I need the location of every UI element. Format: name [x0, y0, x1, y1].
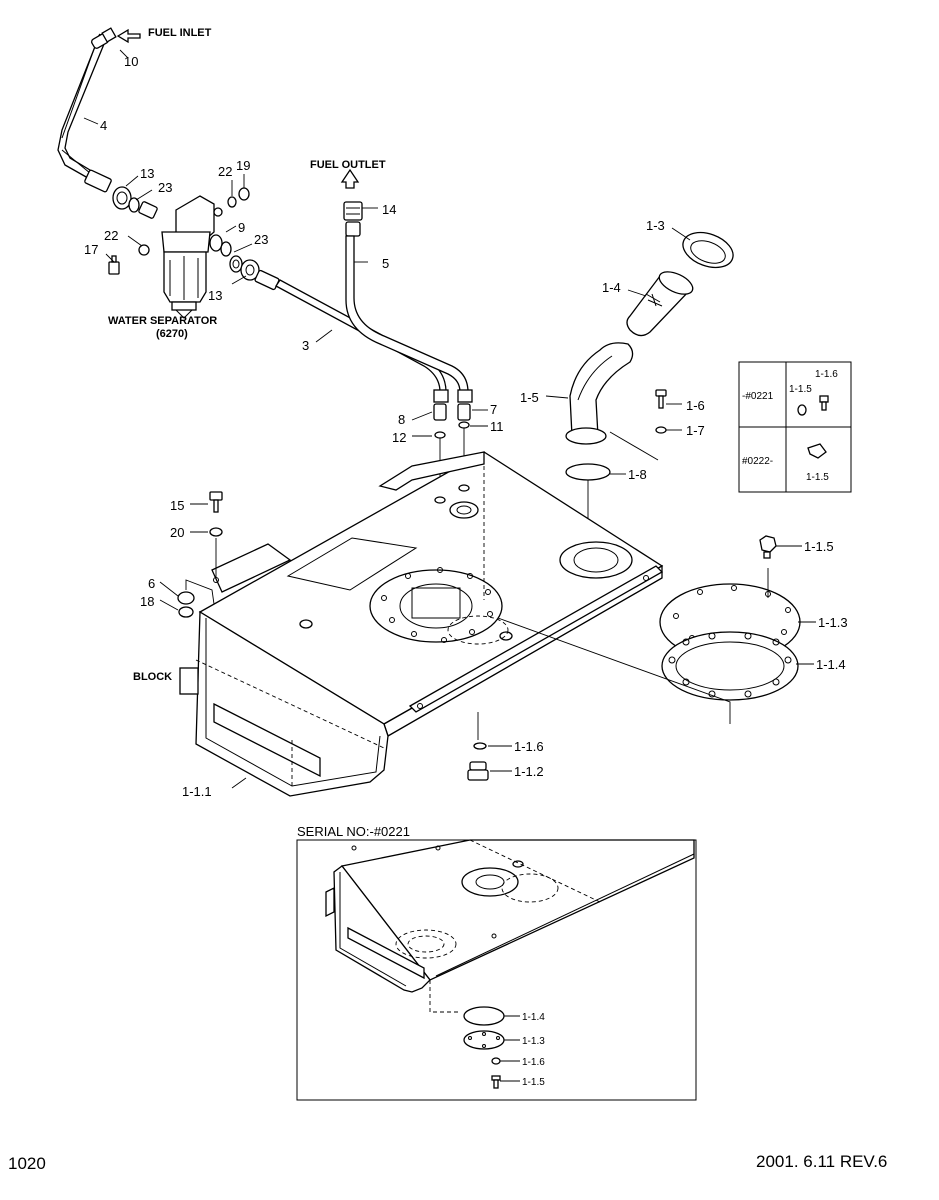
label-3: 3 [302, 338, 309, 353]
water-separator-code: (6270) [156, 328, 188, 340]
lower-fittings [229, 255, 260, 281]
fitting-7 [457, 403, 471, 421]
label-1-6: 1-6 [686, 398, 705, 413]
drain-washer [473, 742, 487, 750]
serial-table [738, 361, 852, 493]
nut-6 [177, 591, 195, 605]
label-23-upper: 23 [158, 180, 172, 195]
washer-22 [227, 196, 237, 208]
label-22-lower: 22 [104, 228, 118, 243]
block-caption: BLOCK [133, 671, 172, 683]
upper-fittings [112, 186, 158, 219]
label-22-upper: 22 [218, 164, 232, 179]
serial-row-1-label: -#0221 [742, 391, 774, 402]
fuel-outlet-arrow [340, 168, 360, 189]
label-1-1-2: 1-1.2 [514, 764, 544, 779]
bolt-15 [209, 491, 223, 513]
label-4: 4 [100, 118, 107, 133]
label-19: 19 [236, 158, 250, 173]
inset-plate [463, 1030, 505, 1050]
label-1-3: 1-3 [646, 218, 665, 233]
label-1-8: 1-8 [628, 467, 647, 482]
label-5: 5 [382, 256, 389, 271]
serial-row-1-part-b: 1-1.6 [815, 369, 838, 380]
fuel-outlet-caption: FUEL OUTLET [310, 159, 386, 171]
flange-bolt-holes [381, 567, 493, 643]
fuel-inlet-hose [57, 27, 117, 193]
fuel-inlet-arrow [116, 28, 141, 44]
label-23-lower: 23 [254, 232, 268, 247]
inset-label-1-1-5: 1-1.5 [522, 1077, 545, 1088]
label-9: 9 [238, 220, 245, 235]
label-1-1-6: 1-1.6 [514, 739, 544, 754]
inset-bolt [491, 1075, 501, 1089]
label-13-lower: 13 [208, 288, 222, 303]
filler-neck [565, 342, 634, 445]
inset-label-1-1-3: 1-1.3 [522, 1036, 545, 1047]
water-separator [108, 195, 232, 319]
label-14: 14 [382, 202, 396, 217]
serial-row-2-part-a: 1-1.5 [806, 472, 829, 483]
spacer-18 [178, 606, 194, 618]
fuel-tank [179, 451, 664, 797]
o-ring-11 [458, 421, 470, 429]
label-8: 8 [398, 412, 405, 427]
label-1-7: 1-7 [686, 423, 705, 438]
label-1-4: 1-4 [602, 280, 621, 295]
inset-washer [491, 1057, 501, 1065]
inset-tank [325, 839, 695, 1013]
fitting-8 [433, 403, 447, 421]
gasket-1-8 [565, 463, 611, 481]
fuel-inlet-caption: FUEL INLET [148, 27, 212, 39]
nut-19 [238, 187, 250, 201]
inset-title: SERIAL NO:-#0221 [297, 824, 410, 839]
label-15: 15 [170, 498, 184, 513]
inset-label-1-1-6: 1-1.6 [522, 1057, 545, 1068]
label-6: 6 [148, 576, 155, 591]
label-1-5: 1-5 [520, 390, 539, 405]
label-17: 17 [84, 242, 98, 257]
label-1-1-5: 1-1.5 [804, 539, 834, 554]
strainer [626, 271, 694, 337]
label-1-1-3: 1-1.3 [818, 615, 848, 630]
cover-gasket [661, 631, 799, 701]
inset-gasket [463, 1006, 505, 1026]
label-20: 20 [170, 525, 184, 540]
washer-20 [209, 527, 223, 537]
filler-cap [682, 231, 734, 269]
serial-row-1-part-a: 1-1.5 [789, 384, 812, 395]
label-10: 10 [124, 54, 138, 69]
page-number: 1020 [8, 1154, 46, 1173]
o-ring-12 [434, 431, 446, 439]
label-11: 11 [490, 419, 504, 434]
revision-date: 2001. 6.11 REV.6 [756, 1152, 888, 1171]
washer-1-7 [655, 426, 667, 434]
leader-lines [83, 49, 816, 789]
label-13-upper: 13 [140, 166, 154, 181]
label-7: 7 [490, 402, 497, 417]
bolt-1-1-5 [759, 535, 777, 559]
label-18: 18 [140, 594, 154, 609]
serial-row-2-label: #0222- [742, 456, 773, 467]
label-1-1-4: 1-1.4 [816, 657, 846, 672]
label-1-1-1: 1-1.1 [182, 784, 212, 799]
drain-plug [467, 761, 489, 781]
inset-label-1-1-4: 1-1.4 [522, 1012, 545, 1023]
hose-5 [343, 201, 473, 403]
label-12: 12 [392, 430, 406, 445]
bolt-1-6 [655, 389, 667, 409]
water-separator-caption: WATER SEPARATOR [108, 315, 217, 327]
